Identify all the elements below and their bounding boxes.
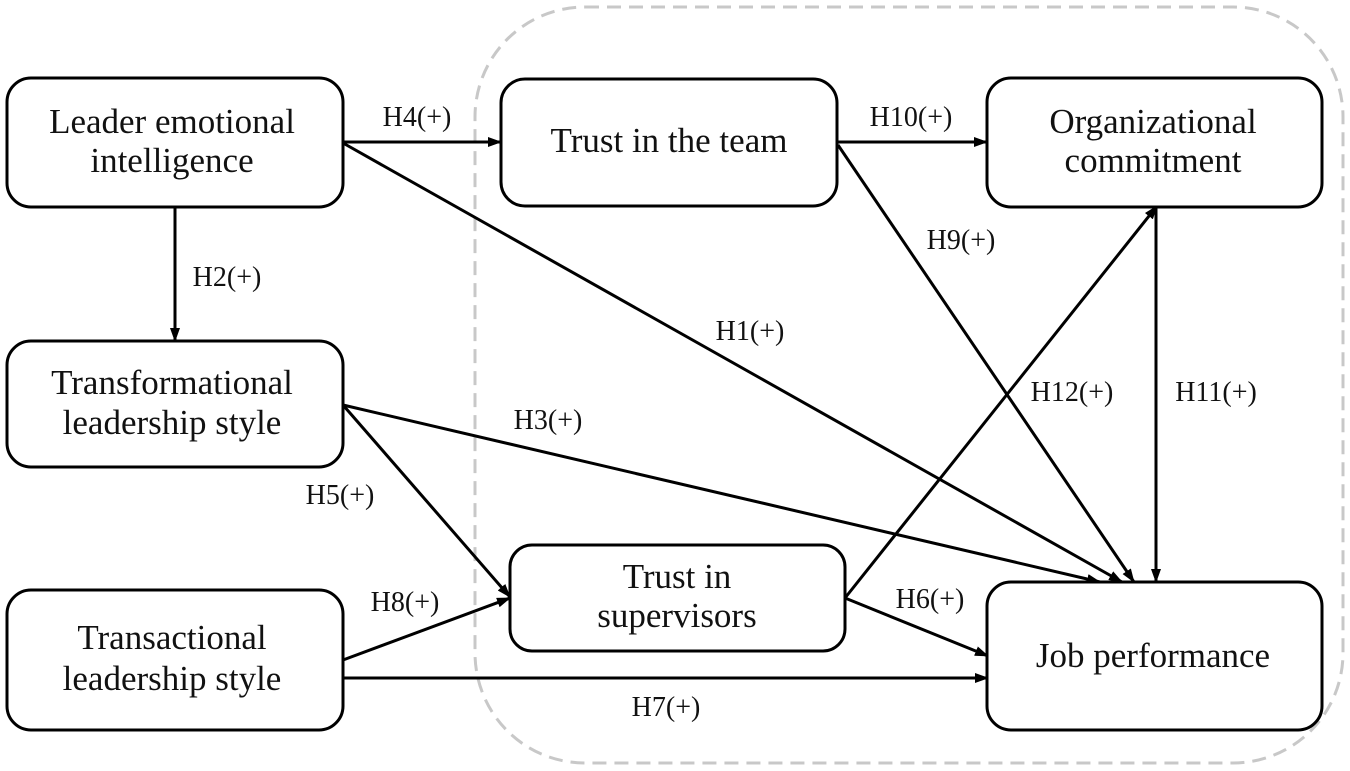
arrow-h3 xyxy=(342,403,1101,584)
node-leader-emotional-intelligence: Leader emotional intelligence xyxy=(5,76,345,209)
node-label-organizational-commitment: Organizational xyxy=(1049,102,1257,141)
node-transformational-leadership-style: Transformational leadership style xyxy=(5,339,345,469)
node-label-transformational-leadership-style: leadership style xyxy=(63,403,282,442)
node-label-leader-emotional-intelligence: intelligence xyxy=(90,141,253,180)
mediator-outcome-group-boundary xyxy=(473,5,1345,765)
edge-label-h2: H2(+) xyxy=(193,262,262,293)
arrow-h9 xyxy=(836,144,1136,583)
node-label-job-performance: Job performance xyxy=(1036,636,1270,675)
node-label-transactional-leadership-style: leadership style xyxy=(63,659,282,698)
node-label-transactional-leadership-style: Transactional xyxy=(77,618,267,657)
edge-h12: H12(+) xyxy=(843,205,1159,599)
arrow-h6 xyxy=(844,596,989,658)
edge-h10: H10(+) xyxy=(838,102,988,147)
edge-h11: H11(+) xyxy=(1151,207,1257,583)
node-organizational-commitment: Organizational commitment xyxy=(985,76,1324,209)
edge-h7: H7(+) xyxy=(343,673,989,723)
node-trust-in-the-team: Trust in the team xyxy=(499,77,839,208)
edge-label-h10: H10(+) xyxy=(870,102,953,133)
node-box-leader-emotional-intelligence xyxy=(5,76,345,209)
edge-label-h5: H5(+) xyxy=(306,480,375,511)
arrow-h1 xyxy=(342,141,1123,584)
node-label-trust-in-supervisors: Trust in xyxy=(623,557,732,596)
edge-label-h4: H4(+) xyxy=(383,102,452,133)
node-trust-in-supervisors: Trust in supervisors xyxy=(508,543,847,653)
edge-h9: H9(+) xyxy=(836,144,1136,583)
edge-label-h9: H9(+) xyxy=(927,225,996,256)
node-box-trust-in-the-team xyxy=(499,77,839,208)
node-box-organizational-commitment xyxy=(985,76,1324,209)
node-box-transformational-leadership-style xyxy=(5,339,345,469)
node-label-trust-in-the-team: Trust in the team xyxy=(551,121,788,160)
edge-h1: H1(+) xyxy=(342,141,1123,584)
edge-label-h11: H11(+) xyxy=(1175,377,1257,408)
node-label-leader-emotional-intelligence: Leader emotional xyxy=(49,102,295,141)
node-transactional-leadership-style: Transactional leadership style xyxy=(5,588,345,732)
edge-h2: H2(+) xyxy=(170,207,262,342)
node-box-job-performance xyxy=(985,580,1324,732)
node-box-transactional-leadership-style xyxy=(5,588,345,732)
edge-label-h12: H12(+) xyxy=(1031,377,1114,408)
edge-h5: H5(+) xyxy=(306,404,512,598)
edge-label-h6: H6(+) xyxy=(896,584,965,615)
edge-h3: H3(+) xyxy=(342,403,1101,584)
arrow-h12 xyxy=(843,205,1159,599)
edge-label-h3: H3(+) xyxy=(514,405,583,436)
node-job-performance: Job performance xyxy=(985,580,1324,732)
edge-label-h7: H7(+) xyxy=(632,692,701,723)
edge-h8: H8(+) xyxy=(342,587,511,662)
node-label-organizational-commitment: commitment xyxy=(1065,141,1242,180)
edge-label-h1: H1(+) xyxy=(716,316,785,347)
node-label-transformational-leadership-style: Transformational xyxy=(51,363,293,402)
edge-h4: H4(+) xyxy=(343,102,502,147)
edge-h6: H6(+) xyxy=(844,584,989,658)
node-box-trust-in-supervisors xyxy=(508,543,847,653)
edge-label-h8: H8(+) xyxy=(371,587,440,618)
arrow-h8 xyxy=(342,596,511,662)
node-label-trust-in-supervisors: supervisors xyxy=(597,596,756,635)
arrow-h5 xyxy=(341,404,512,598)
